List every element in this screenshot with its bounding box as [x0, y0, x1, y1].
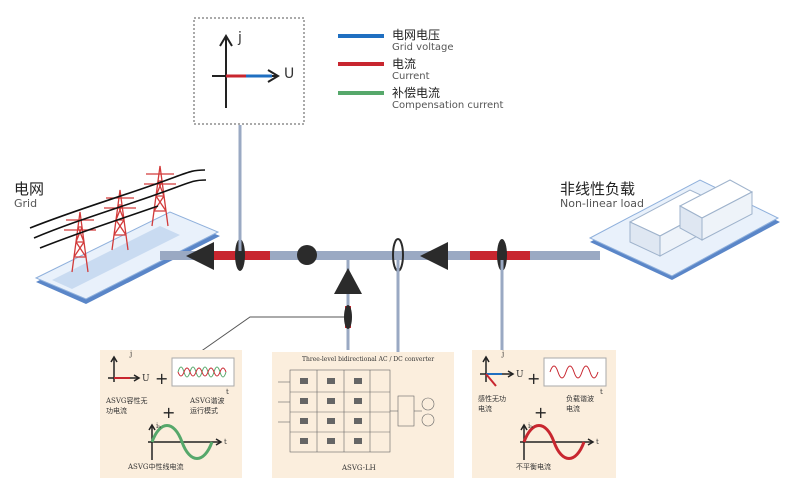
legend-swatch-current — [338, 62, 384, 66]
panel-left-label-c: ASVG中性线电流 — [128, 463, 184, 471]
bus-junction — [297, 245, 317, 265]
panel-right-t2: t — [596, 438, 599, 446]
compensation-arrow-up — [334, 268, 362, 294]
panel-left-graphics: + + — [108, 355, 235, 460]
ct-sensor-asvg — [344, 305, 352, 329]
panel-asvg-output: + + j U t t iₕ ASVG容性无 功电流 ASVG谐波 运行模式 A… — [100, 350, 242, 478]
panel-left-label-a: ASVG容性无 功电流 — [106, 397, 148, 415]
current-arrow-left — [186, 242, 214, 270]
main-bus — [160, 251, 600, 260]
panel-left-ih: iₕ — [156, 422, 162, 430]
load-platform — [588, 179, 780, 280]
transmission-towers — [64, 165, 176, 273]
phasor-axis-j: j — [238, 30, 242, 46]
panel-left-t2: t — [224, 438, 227, 446]
legend-en-compensation: Compensation current — [392, 100, 504, 111]
phasor-box — [193, 17, 305, 125]
converter-caption: ASVG-LH — [342, 464, 376, 472]
svg-text:+: + — [162, 403, 175, 422]
panel-right-graphics: + + — [480, 355, 607, 460]
branch-lines — [238, 125, 504, 352]
panel-right-ih: iₕ — [528, 422, 534, 430]
svg-text:+: + — [534, 403, 547, 422]
panel-left-u: U — [142, 374, 150, 384]
current-arrow-mid — [420, 242, 448, 270]
legend-zh-current: 电流 — [392, 57, 417, 71]
legend-en-current: Current — [392, 71, 430, 82]
panel-left-j: j — [130, 350, 133, 358]
panel-right-label-a: 感性无功 电流 — [478, 395, 506, 413]
panel-right-j: j — [502, 350, 505, 358]
panel-left-t1: t — [226, 388, 229, 396]
legend-en-voltage: Grid voltage — [392, 42, 454, 53]
load-label-en: Non-linear load — [560, 197, 645, 210]
svg-text:+: + — [527, 369, 540, 388]
legend-zh-compensation: 补偿电流 — [392, 86, 441, 100]
ct-sensor-grid — [235, 239, 245, 271]
legend-zh-voltage: 电网电压 — [392, 28, 441, 42]
converter-title: Three-level bidirectional AC / DC conver… — [302, 356, 435, 363]
panel-right-label-c: 不平衡电流 — [516, 463, 551, 471]
ct-sensor-load — [497, 239, 507, 271]
panel-right-t1: t — [600, 388, 603, 396]
phasor-axis-u: U — [284, 66, 295, 82]
load-label-zh: 非线性负载 — [560, 180, 636, 198]
svg-text:+: + — [155, 369, 168, 388]
grid-platform — [34, 211, 220, 304]
panel-load-current: + + j U t t iₕ 感性无功 电流 负载谐波 电流 不平衡电流 — [472, 350, 616, 478]
legend-swatch-compensation — [338, 91, 384, 95]
grid-label-zh: 电网 — [14, 180, 45, 198]
converter-schematic — [278, 369, 435, 453]
panel-right-label-b: 负载谐波 电流 — [566, 395, 594, 413]
panel-right-u: U — [516, 370, 524, 380]
panel-left-label-b: ASVG谐波 运行模式 — [190, 397, 225, 415]
power-lines — [29, 169, 207, 249]
legend-swatch-voltage — [338, 34, 384, 38]
grid-label-en: Grid — [14, 197, 38, 210]
panel-converter-schematic: Three-level bidirectional AC / DC conver… — [272, 352, 454, 478]
